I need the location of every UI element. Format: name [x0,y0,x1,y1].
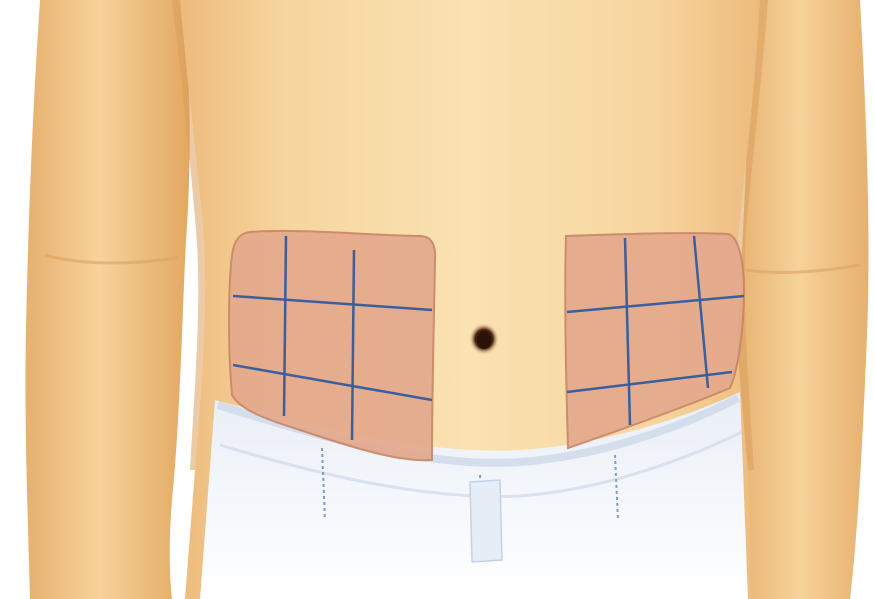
navel-center [477,331,491,349]
pants-belt-loop [470,480,502,562]
left-arm [25,0,189,599]
